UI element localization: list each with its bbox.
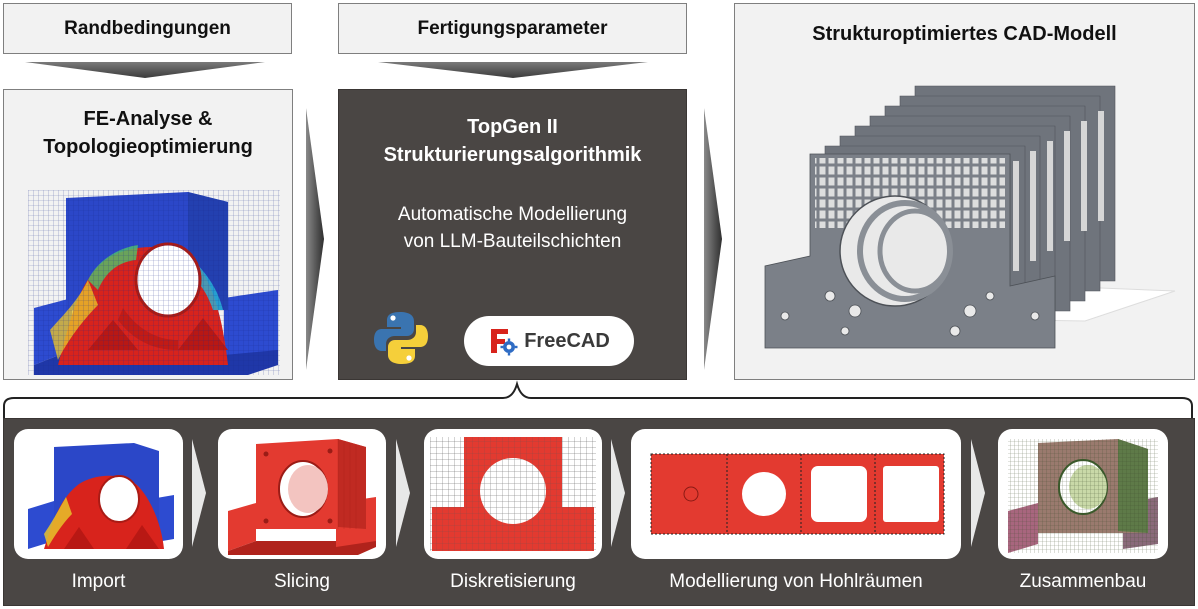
right-arrow-icon — [192, 439, 206, 547]
cad-model-panel: Strukturoptimiertes CAD-Modell — [734, 3, 1195, 380]
right-arrow-icon — [971, 439, 985, 547]
topgen-panel: TopGen II Strukturierungsalgorithmik Aut… — [338, 89, 687, 380]
step-assembly-label: Zusammenbau — [1019, 571, 1147, 592]
grouping-brace — [3, 380, 1193, 418]
step-cavity-modeling-card — [631, 429, 961, 559]
step-cavity-modeling-label: Modellierung von Hohlräumen — [669, 571, 923, 592]
discretization-grid-image — [430, 437, 596, 551]
step-import-label: Import — [71, 571, 126, 592]
right-arrow-icon — [306, 108, 324, 370]
right-arrow-icon — [396, 439, 410, 547]
cavity-modeling-image — [650, 453, 945, 535]
freecad-logo-icon — [491, 329, 518, 356]
fe-analysis-title-line1: FE-Analyse & — [83, 108, 213, 130]
freecad-badge: FreeCAD — [464, 316, 634, 366]
down-arrow-icon — [25, 62, 265, 78]
step-discretization-card — [424, 429, 602, 559]
right-arrow-icon — [611, 439, 625, 547]
step-slicing-card — [218, 429, 386, 559]
freecad-label: FreeCAD — [524, 329, 610, 352]
header-fertigungsparameter-label: Fertigungsparameter — [417, 17, 608, 39]
header-fertigungsparameter: Fertigungsparameter — [338, 3, 687, 54]
step-discretization-label: Diskretisierung — [450, 571, 576, 592]
step-import-card — [14, 429, 183, 559]
topgen-desc-line2: von LLM-Bauteilschichten — [403, 231, 622, 252]
slicing-model-image — [228, 439, 376, 555]
assembly-model-image — [1008, 439, 1158, 553]
right-arrow-icon — [704, 108, 722, 370]
topgen-title-line2: Strukturierungsalgorithmik — [383, 144, 642, 166]
topgen-desc-line1: Automatische Modellierung — [397, 204, 628, 225]
cad-model-image — [764, 85, 1176, 349]
header-randbedingungen: Randbedingungen — [3, 3, 292, 54]
down-arrow-icon — [378, 62, 648, 78]
step-slicing-label: Slicing — [274, 571, 330, 592]
fe-analysis-panel: FE-Analyse & Topologieoptimierung — [3, 89, 293, 380]
import-model-image — [28, 443, 174, 549]
header-randbedingungen-label: Randbedingungen — [64, 17, 231, 39]
python-logo-icon — [374, 312, 428, 364]
cad-model-title: Strukturoptimiertes CAD-Modell — [812, 23, 1117, 45]
step-assembly-card — [998, 429, 1168, 559]
topgen-title-line1: TopGen II — [467, 116, 558, 138]
workflow-band: Import Slicing Diskretisierung Modellier… — [3, 418, 1195, 606]
fe-result-model-image — [28, 190, 280, 375]
fe-analysis-title-line2: Topologieoptimierung — [43, 136, 253, 158]
